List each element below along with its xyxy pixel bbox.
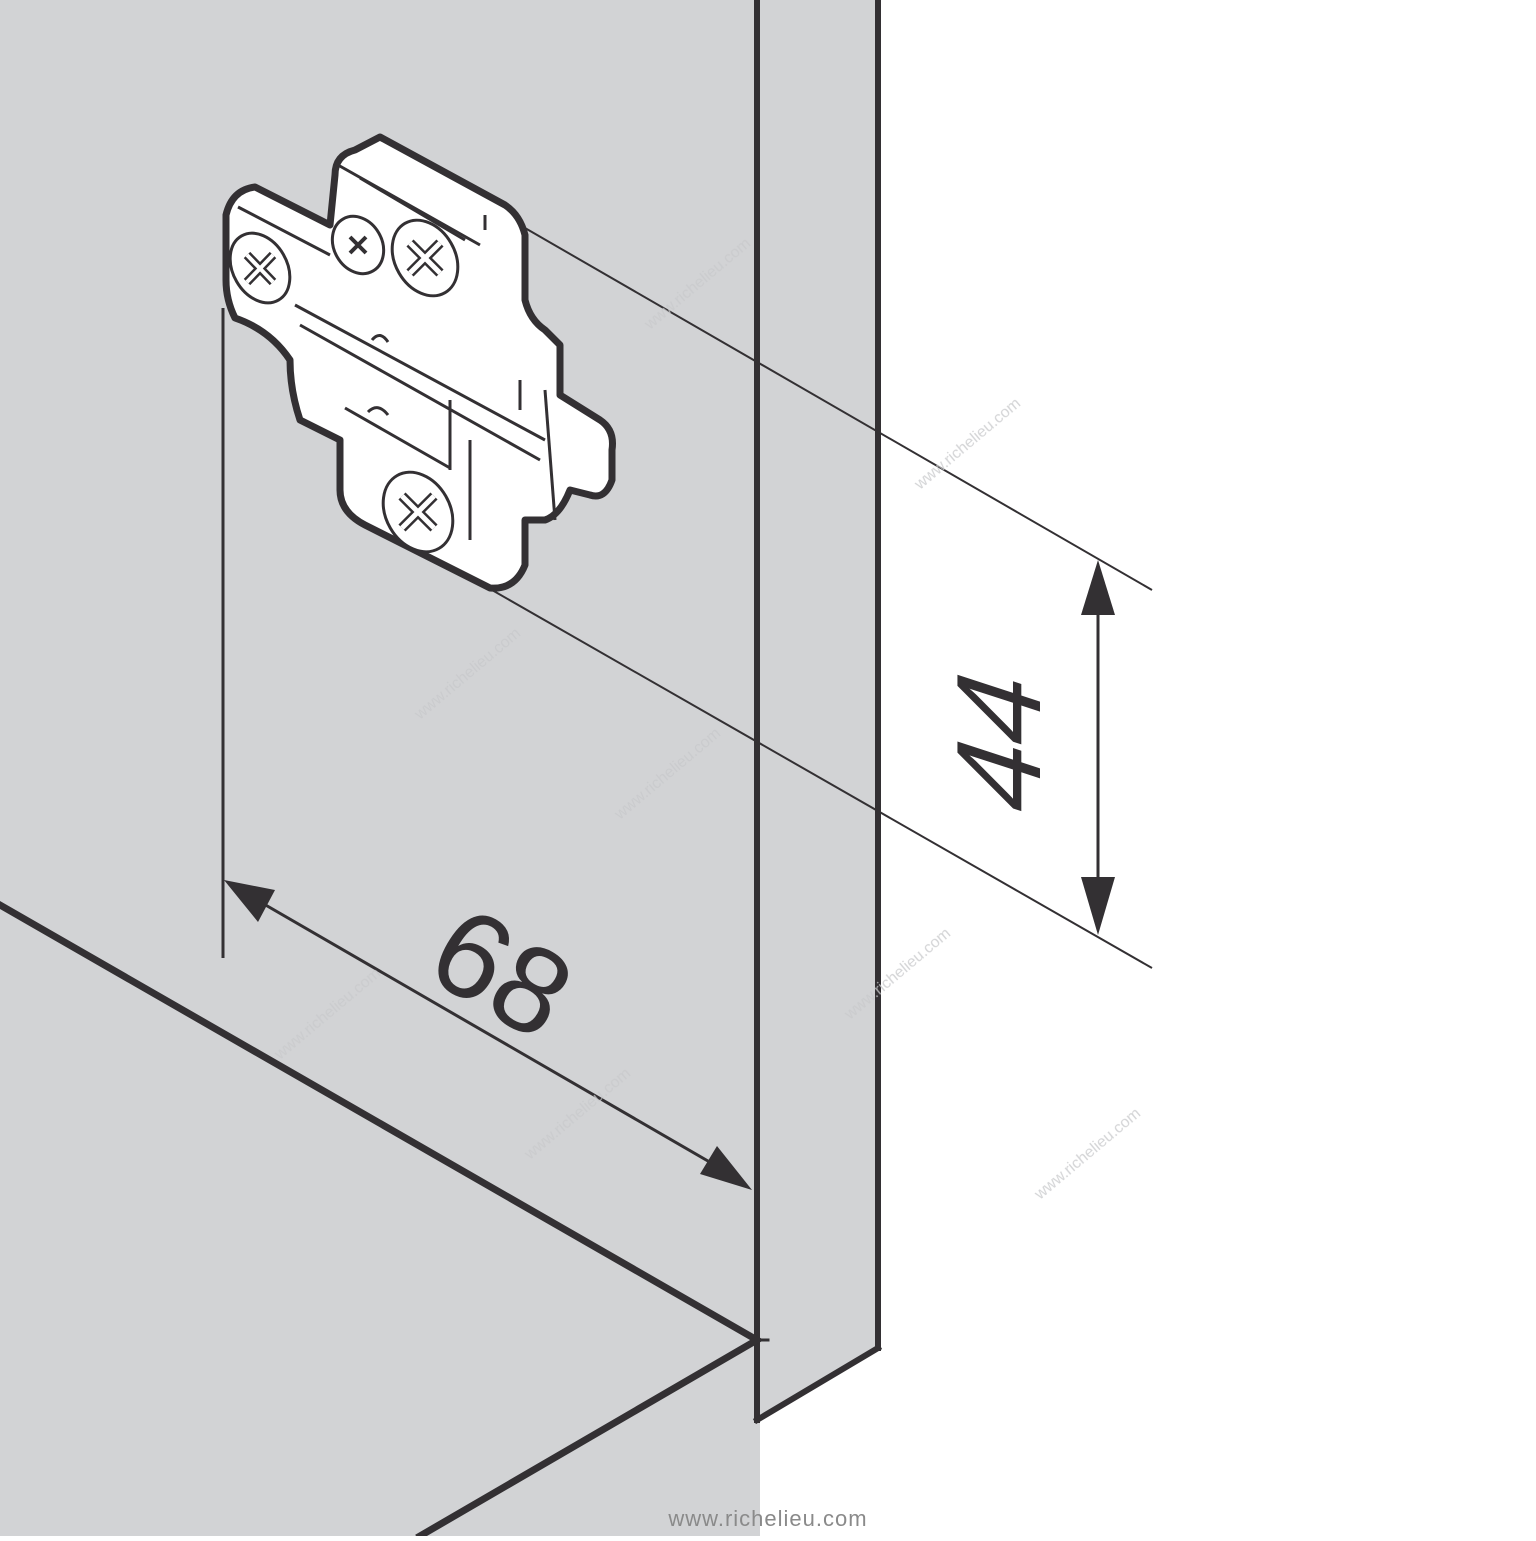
height-extension-lines [491, 227, 1153, 969]
svg-text:www.richelieu.com: www.richelieu.com [911, 395, 1024, 494]
cabinet-bottom-panel [0, 905, 757, 1536]
screw-left [228, 231, 292, 305]
cam-adjustment-screw [330, 214, 386, 276]
height-dimension-label: 44 [933, 652, 1067, 829]
svg-text:www.richelieu.com: www.richelieu.com [1031, 1105, 1144, 1204]
mounting-plate [222, 133, 616, 592]
cabinet-front-edge [757, 0, 878, 1420]
height-dimension-arrow [1081, 560, 1115, 935]
watermark-text: www.richelieu.com [668, 1506, 868, 1531]
cabinet-outline [0, 0, 883, 1541]
depth-dimension-arrow [224, 880, 752, 1190]
screw-top-right [390, 218, 460, 298]
screw-bottom [381, 470, 455, 554]
